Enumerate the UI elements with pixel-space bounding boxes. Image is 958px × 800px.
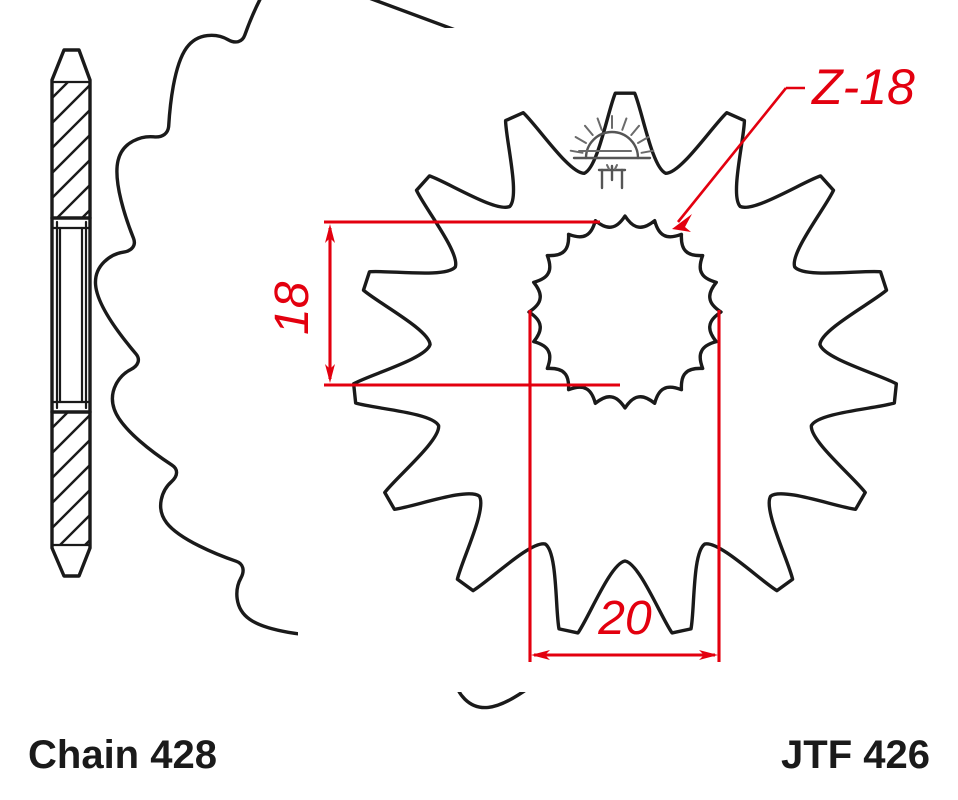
dimension-20-group: 20	[528, 310, 721, 662]
callout-arrowhead	[672, 214, 692, 232]
lower-section-hatching	[52, 412, 90, 545]
sprocket-tooth-outline	[351, 91, 899, 635]
logo-glyph-icon	[597, 164, 627, 190]
jt-sunrise-logo	[569, 115, 655, 190]
part-number-label: JTF 426	[781, 733, 930, 777]
dimension-18-group: 18	[266, 220, 620, 387]
side-bore-inner-outline	[58, 226, 84, 404]
dim20-arrowhead-left	[531, 650, 550, 660]
dim20-arrowhead-right	[699, 650, 718, 660]
sprocket-assembly	[298, 28, 942, 692]
sun-dome-icon	[584, 130, 640, 160]
dim18-value-label: 18	[266, 281, 319, 335]
dim18-arrowhead-top	[325, 224, 335, 243]
sun-rays-icon	[569, 115, 655, 154]
callout-leader-line	[676, 87, 788, 223]
sprocket-mask	[298, 28, 942, 692]
dim18-arrowhead-bottom	[325, 364, 335, 383]
teeth-callout-group: Z-18	[672, 59, 915, 232]
teeth-callout-label: Z-18	[811, 59, 915, 115]
chain-caption: Chain 428	[28, 733, 217, 777]
dim20-value-label: 20	[597, 592, 652, 645]
side-section-view	[50, 48, 92, 578]
splined-bore-outline	[527, 214, 723, 410]
upper-section-hatching	[52, 82, 90, 218]
side-view-outline	[50, 48, 92, 578]
